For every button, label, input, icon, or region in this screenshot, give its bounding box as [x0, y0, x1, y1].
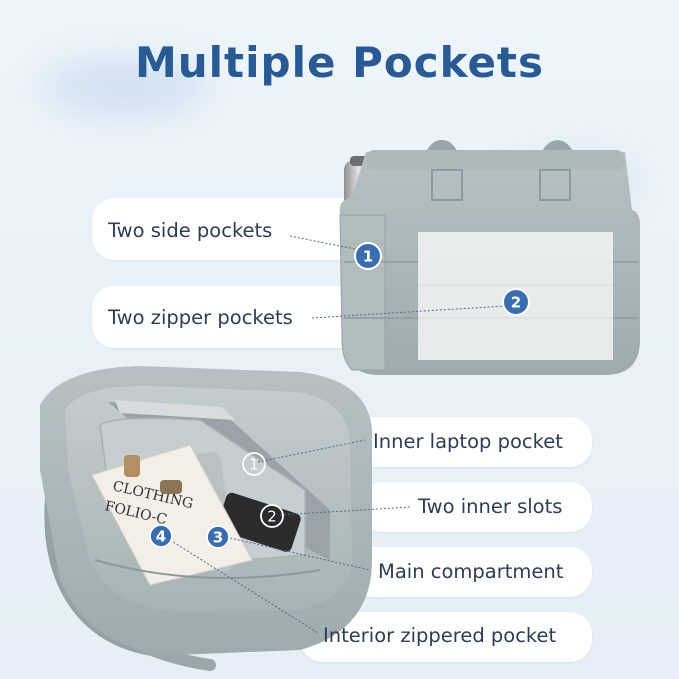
- label-inner-slots: Two inner slots: [418, 495, 563, 518]
- label-main-compartment: Main compartment: [378, 560, 564, 583]
- badge-number: 2: [267, 508, 277, 526]
- badge-number: 1: [249, 456, 259, 474]
- page-title: Multiple Pockets: [134, 38, 545, 87]
- label-inner-laptop-pocket: Inner laptop pocket: [373, 430, 563, 453]
- callout-bar-inner-slots: [360, 482, 592, 532]
- badge-side-pockets: 1: [354, 242, 382, 270]
- badge-inner-laptop-pocket: 1: [242, 452, 266, 476]
- tote-bag-front-icon: [339, 140, 640, 375]
- background-glow-left: [40, 60, 210, 115]
- badge-zipper-pockets: 2: [502, 288, 530, 316]
- badge-number: 1: [363, 248, 373, 266]
- label-side-pockets: Two side pockets: [108, 219, 273, 242]
- badge-number: 2: [511, 294, 521, 312]
- badge-number: 3: [213, 529, 223, 547]
- callout-bar-main-compartment: [340, 547, 592, 597]
- badge-interior-zippered-pocket: 4: [149, 524, 173, 548]
- badge-main-compartment: 3: [206, 525, 230, 549]
- label-zipper-pockets: Two zipper pockets: [108, 306, 293, 329]
- label-interior-zippered-pocket: Interior zippered pocket: [323, 624, 557, 647]
- badge-number: 4: [156, 528, 166, 546]
- callout-bar-inner-laptop-pocket: [330, 417, 592, 467]
- badge-inner-slots: 2: [260, 504, 284, 528]
- tote-bag-open-icon: CLOTHING FOLIO-C: [40, 366, 372, 671]
